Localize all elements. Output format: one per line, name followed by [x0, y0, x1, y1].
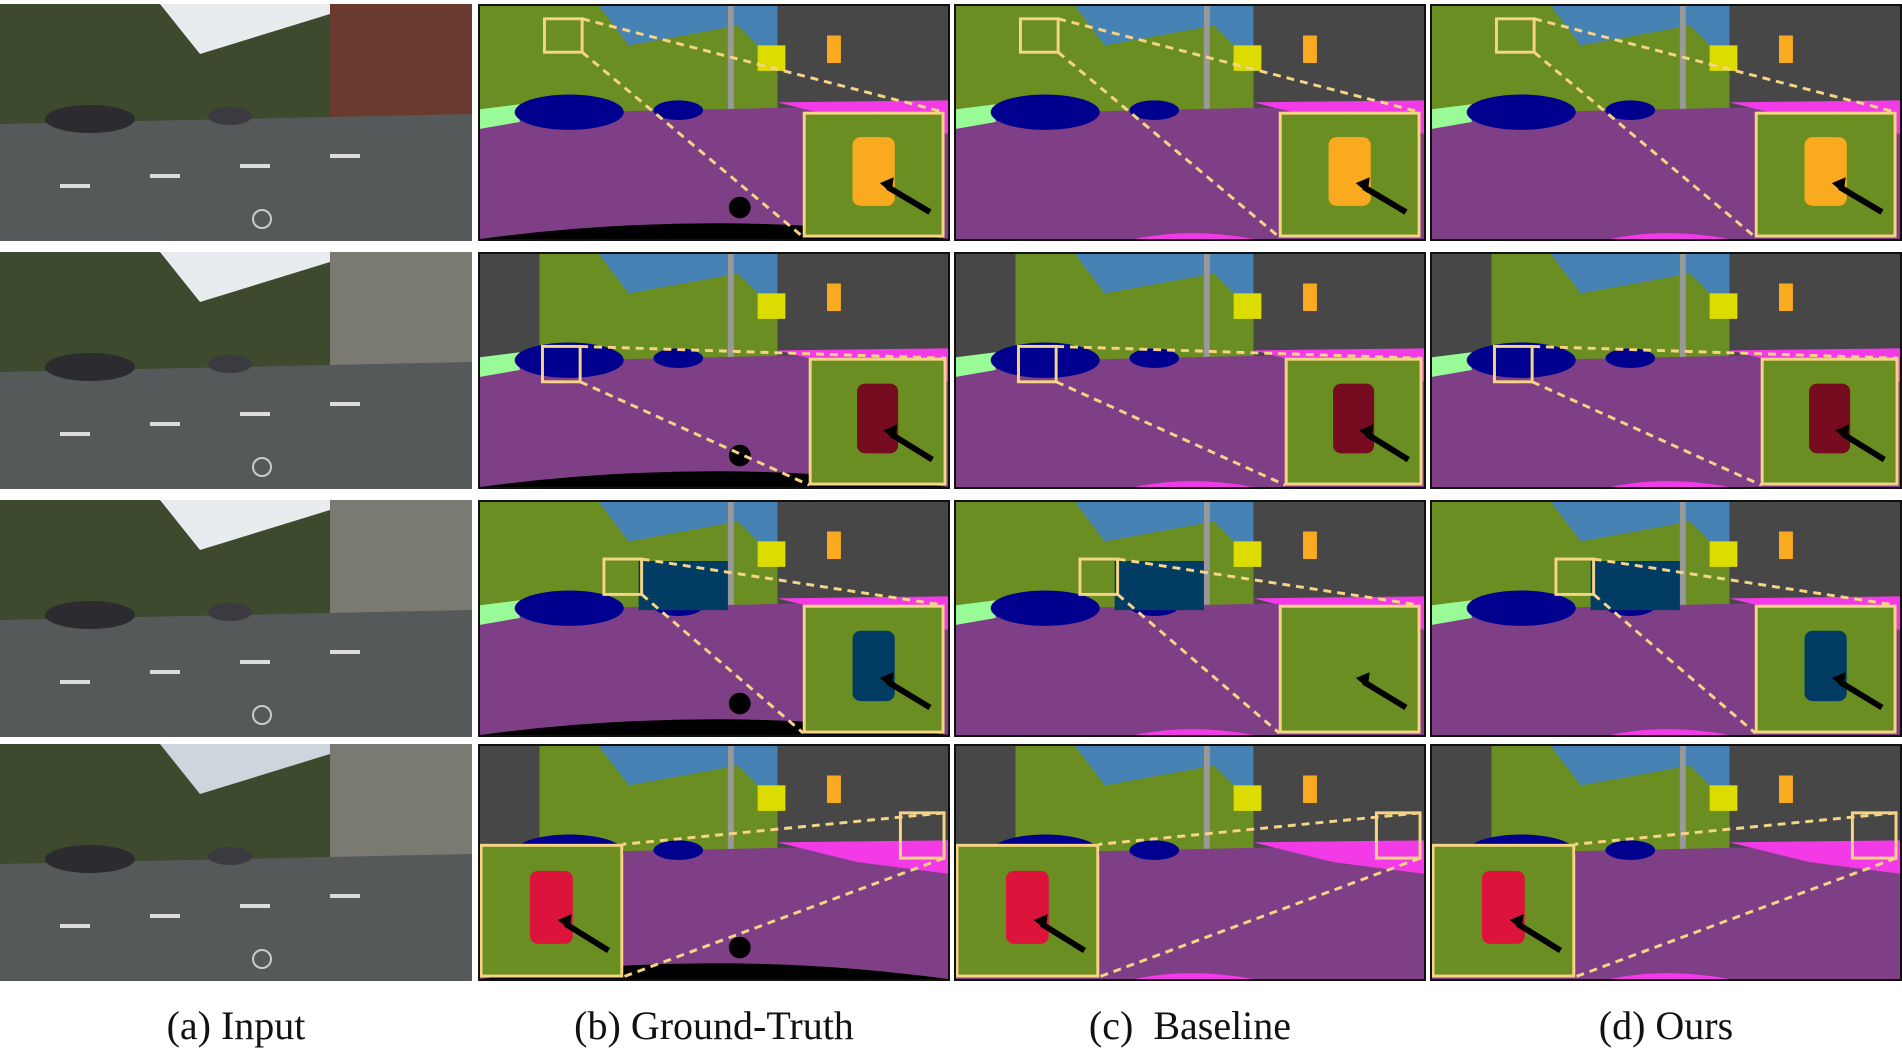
caption-input: (a) Input	[166, 1003, 306, 1048]
caption-baseline: (c) Baseline	[1088, 1003, 1292, 1048]
caption-ours: (d) Ours	[1598, 1003, 1734, 1048]
input-image-row-1	[0, 4, 472, 241]
ground-truth-map-row-2	[478, 252, 950, 489]
baseline-map-row-3	[954, 500, 1426, 737]
baseline-map-row-1	[954, 4, 1426, 241]
ours-map-row-4	[1430, 744, 1902, 981]
ours-map-row-3	[1430, 500, 1902, 737]
baseline-map-row-2	[954, 252, 1426, 489]
caption-ground-truth: (b) Ground-Truth	[574, 1003, 854, 1048]
input-image-row-4	[0, 744, 472, 981]
baseline-map-row-4	[954, 744, 1426, 981]
ground-truth-map-row-1	[478, 4, 950, 241]
ground-truth-map-row-3	[478, 500, 950, 737]
ours-map-row-1	[1430, 4, 1902, 241]
input-image-row-2	[0, 252, 472, 489]
input-image-row-3	[0, 500, 472, 737]
ground-truth-map-row-4	[478, 744, 950, 981]
ours-map-row-2	[1430, 252, 1902, 489]
